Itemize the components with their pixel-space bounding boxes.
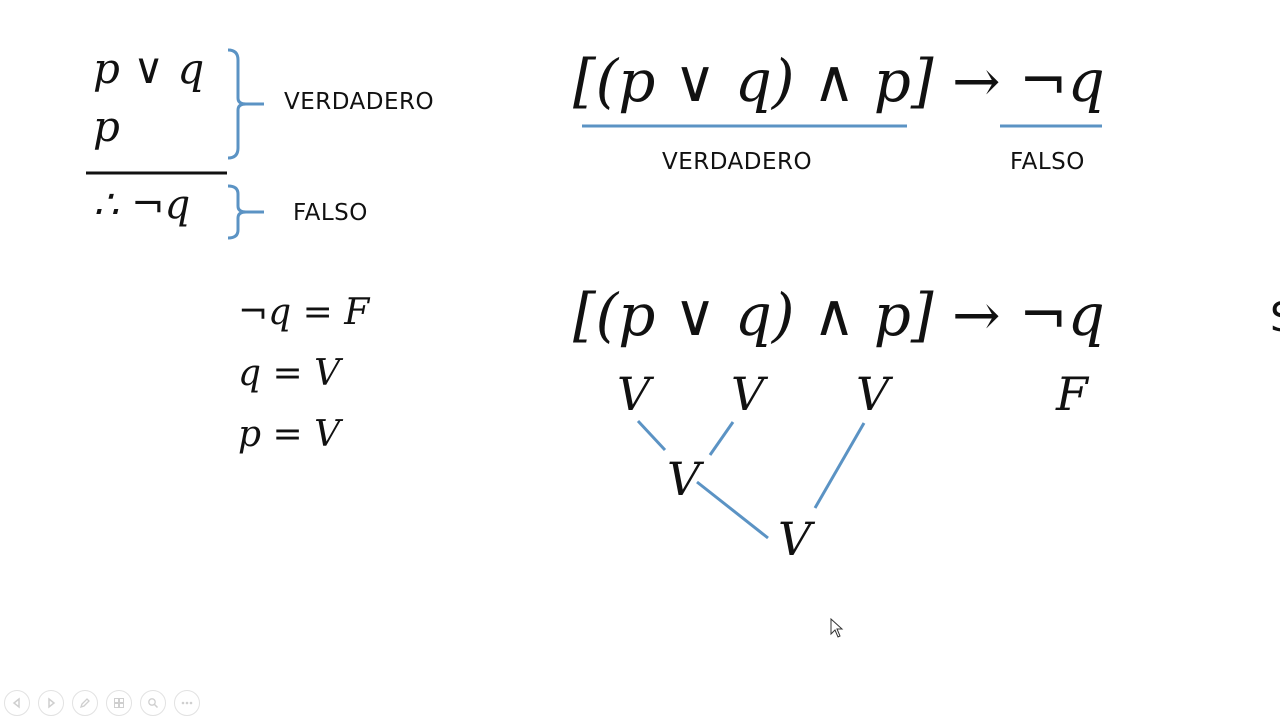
premises-brace [227, 48, 247, 160]
tree-edge-or-and [696, 480, 769, 540]
zoom-icon[interactable] [140, 690, 166, 716]
assignment-p: p = V [238, 414, 341, 455]
leaf-value-p: V [617, 367, 651, 421]
next-icon[interactable] [38, 690, 64, 716]
previous-icon[interactable] [4, 690, 30, 716]
pen-icon[interactable] [72, 690, 98, 716]
partial-edge-glyph: S [1270, 295, 1280, 341]
premise-2: p [93, 102, 120, 151]
tree-edge-q-or [708, 421, 735, 456]
consequent-label: FALSO [1010, 149, 1085, 175]
more-icon[interactable] [174, 690, 200, 716]
tree-edge-p-or [636, 419, 667, 452]
mouse-cursor-icon [830, 617, 844, 642]
conclusion: ∴ ¬q [93, 182, 191, 228]
conclusion-label: FALSO [293, 200, 368, 226]
premises-label: VERDADERO [284, 89, 435, 115]
or-result-value: V [667, 452, 701, 506]
formula-bottom: [(p ∨ q) ∧ p] → ¬q [573, 281, 1105, 349]
leaf-value-not-q: F [1056, 367, 1088, 421]
slideshow-toolbar [4, 690, 200, 716]
antecedent-label: VERDADERO [662, 149, 813, 175]
premise-1: p ∨ q [93, 44, 205, 93]
slides-grid-icon[interactable] [106, 690, 132, 716]
and-result-value: V [778, 512, 812, 566]
leaf-value-q: V [731, 367, 765, 421]
assignment-not-q: ¬q = F [238, 292, 370, 333]
assignment-q: q = V [238, 353, 341, 394]
leaf-value-p2: V [856, 367, 890, 421]
formula-top: [(p ∨ q) ∧ p] → ¬q [573, 47, 1105, 115]
tree-edge-p2-and [813, 422, 866, 509]
conclusion-brace [227, 184, 247, 240]
